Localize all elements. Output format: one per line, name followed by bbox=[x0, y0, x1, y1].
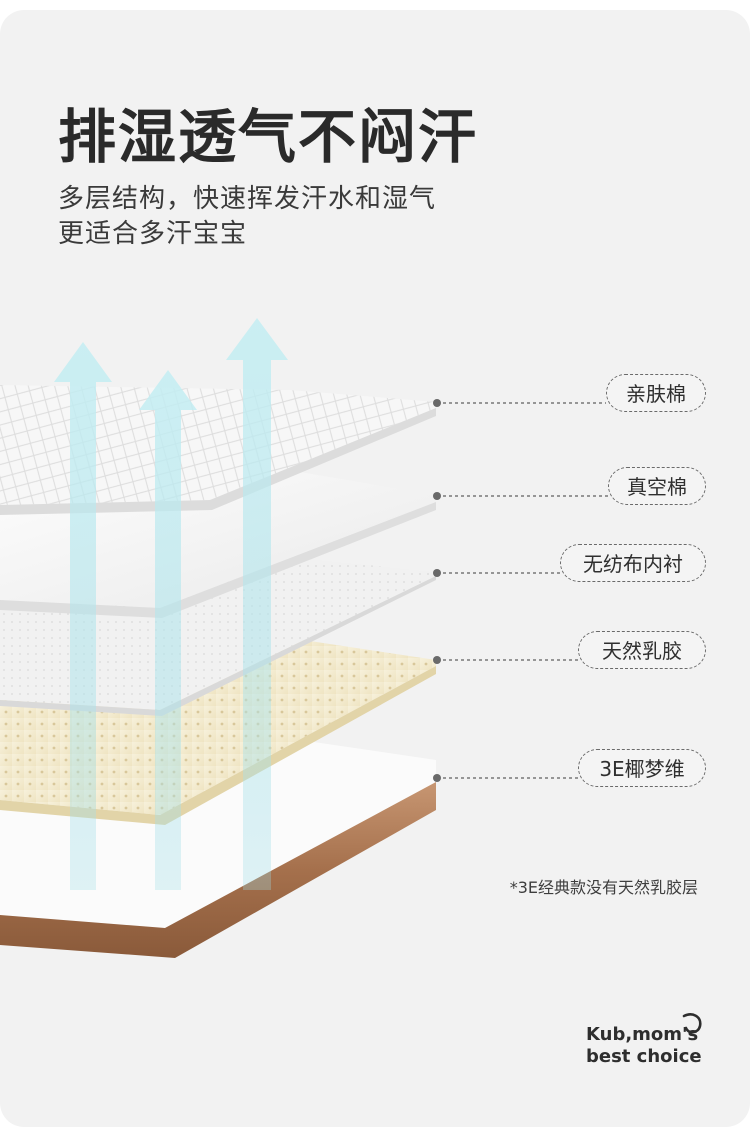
vapor-arrows bbox=[54, 318, 288, 890]
brand-slogan: Kub,mom's best choice bbox=[586, 1024, 702, 1068]
brand-swirl-icon bbox=[682, 1013, 702, 1034]
label-3e-coir: 3E椰梦维 bbox=[578, 749, 706, 787]
subtitle-line-1: 多层结构，快速挥发汗水和湿气 bbox=[58, 184, 437, 214]
connector-dots bbox=[433, 399, 441, 782]
subtitle-line-2: 更适合多汗宝宝 bbox=[58, 219, 248, 249]
product-card: 排湿透气不闷汗 多层结构，快速挥发汗水和湿气 更适合多汗宝宝 bbox=[0, 10, 750, 1127]
footnote: *3E经典款没有天然乳胶层 bbox=[509, 878, 698, 897]
brand-line-1: Kub,mom's bbox=[586, 1024, 699, 1045]
label-skin-cotton: 亲肤棉 bbox=[606, 374, 706, 412]
label-nonwoven-lining: 无纺布内衬 bbox=[560, 544, 706, 582]
headline: 排湿透气不闷汗 bbox=[58, 103, 479, 171]
label-natural-latex: 天然乳胶 bbox=[578, 631, 706, 669]
layer-skin-cotton bbox=[0, 385, 436, 515]
connector-lines bbox=[437, 402, 608, 779]
brand-line-2: best choice bbox=[586, 1046, 702, 1067]
layer-illustration bbox=[0, 318, 608, 958]
label-vacuum-cotton: 真空棉 bbox=[608, 467, 706, 505]
